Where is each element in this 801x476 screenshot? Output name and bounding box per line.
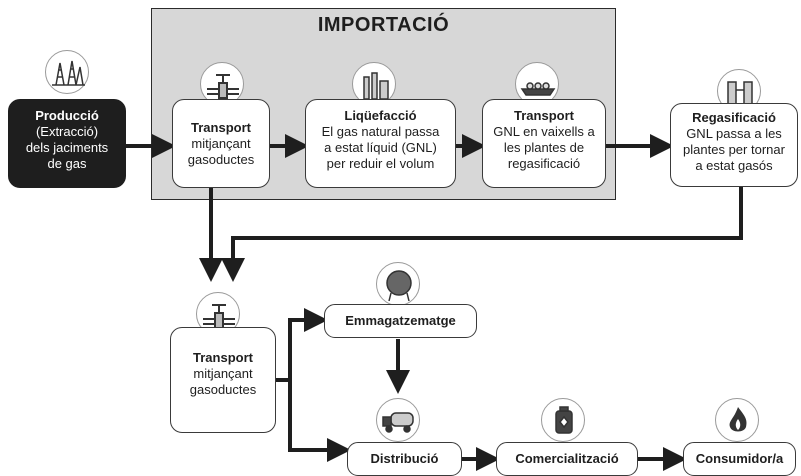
step-produccio: Producció (Extracció) dels jaciments de … xyxy=(8,99,126,188)
step-emmagatzematge: Emmagatzematge xyxy=(324,304,477,338)
step-consumidor: Consumidor/a xyxy=(683,442,796,476)
step-regasificacio: Regasificació GNL passa a les plantes pe… xyxy=(670,103,798,187)
flame-icon xyxy=(715,398,759,442)
storage-tank-icon xyxy=(376,262,420,306)
transport1-line1: mitjançant xyxy=(191,136,251,151)
regasificacio-line1: GNL passa a les xyxy=(686,126,782,141)
import-title: IMPORTACIÓ xyxy=(317,14,450,36)
oil-rigs-icon xyxy=(45,50,89,94)
produccio-title: Producció xyxy=(35,108,99,123)
regasificacio-title: Regasificació xyxy=(692,110,776,125)
transport3-title: Transport xyxy=(193,350,253,365)
liquefaction-plant-icon xyxy=(352,62,396,106)
produccio-line3: de gas xyxy=(47,156,87,171)
liquefaccio-line1: El gas natural passa xyxy=(321,124,440,139)
gas-cylinder-icon xyxy=(541,398,585,442)
transport2-line1: GNL en vaixells a xyxy=(493,124,595,139)
step-liquefaccio: Liqüefacció El gas natural passa a estat… xyxy=(305,99,456,188)
arrow-to-emmagatzematge xyxy=(288,308,328,380)
transport1-title: Transport xyxy=(191,120,251,135)
lng-tanker-ship-icon xyxy=(515,62,559,106)
step-distribucio: Distribució xyxy=(347,442,462,476)
transport3-line2: gasoductes xyxy=(189,382,257,397)
liquefaccio-line2: a estat líquid (GNL) xyxy=(324,140,437,155)
produccio-line2: dels jaciments xyxy=(25,140,109,155)
produccio-line1: (Extracció) xyxy=(35,124,99,139)
regasificacio-line2: plantes per tornar xyxy=(683,142,785,157)
liquefaccio-title: Liqüefacció xyxy=(344,108,417,123)
liquefaccio-line3: per reduir el volum xyxy=(326,156,435,171)
arrow-regas-return xyxy=(221,187,743,282)
regasificacio-line3: a estat gasós xyxy=(695,158,773,173)
step-transport-2: Transport GNL en vaixells a les plantes … xyxy=(482,99,606,188)
step-transport-3: Transport mitjançant gasoductes xyxy=(170,327,276,433)
step-comercialitzacio: Comercialització xyxy=(496,442,638,476)
transport3-line1: mitjançant xyxy=(193,366,253,381)
transport2-line3: regasificació xyxy=(507,156,581,171)
delivery-truck-icon xyxy=(376,398,420,442)
transport2-line2: les plantes de xyxy=(503,140,585,155)
step-transport-1: Transport mitjançant gasoductes xyxy=(172,99,270,188)
transport2-title: Transport xyxy=(514,108,574,123)
arrow-to-distribucio xyxy=(288,380,351,462)
transport1-line2: gasoductes xyxy=(187,152,255,167)
